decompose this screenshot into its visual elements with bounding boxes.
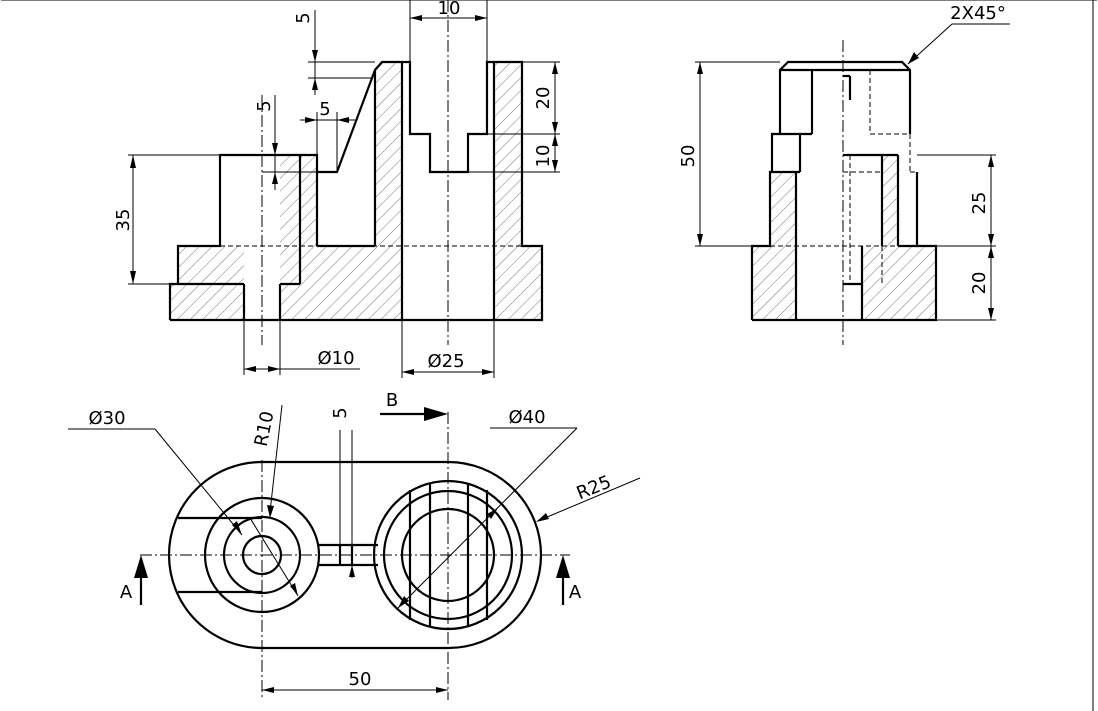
arrow (908, 52, 919, 64)
r10-leader-2 (249, 517, 299, 597)
arrow (988, 308, 994, 320)
arrow (988, 234, 994, 246)
dim-r10-label: R10 (251, 409, 279, 448)
arrow (552, 122, 558, 134)
dim-20-label: 20 (533, 87, 554, 110)
arrow (272, 172, 278, 184)
dim-r25-label: R25 (574, 472, 615, 505)
arrow (272, 143, 278, 155)
arrow (482, 369, 494, 375)
r25-leader (539, 477, 641, 521)
arrow (697, 62, 703, 74)
top-view: A A B Ø30 R10 5 Ø40 R25 (68, 390, 641, 700)
arrow (130, 155, 136, 168)
dim-25-label: 25 (969, 192, 990, 215)
dim-d30-label: Ø30 (88, 408, 125, 429)
arrow (244, 366, 256, 372)
arrow (487, 508, 498, 519)
side-view: 2X45° 50 25 20 (678, 3, 1010, 345)
d30-leader (154, 428, 243, 536)
hatch-boss (280, 155, 317, 246)
dim-5v-label: 5 (254, 100, 275, 111)
hatch-side-left-upper (770, 172, 796, 246)
hatch-base-left-upper (178, 246, 244, 284)
chamfer-label: 2X45° (950, 3, 1006, 24)
hatch-side-right (862, 246, 936, 320)
hatch-base-left (170, 284, 244, 320)
section-a-left-label: A (120, 582, 133, 603)
front-outline (168, 60, 544, 322)
arrow (988, 155, 994, 167)
arrow (436, 687, 448, 693)
arrow (130, 271, 136, 284)
arrow (268, 366, 280, 372)
section-a-right-arrow (556, 555, 570, 578)
view-b-arrow (424, 407, 448, 421)
arrow (267, 505, 274, 518)
dim-d40-label: Ø40 (508, 407, 545, 428)
arrow (312, 50, 318, 62)
hatch-side-rib (882, 155, 898, 246)
arrow (552, 134, 558, 146)
dim-top5-label: 5 (293, 12, 314, 23)
dim-d10-label: Ø10 (317, 348, 354, 369)
arrow (337, 117, 349, 123)
view-b-label: B (386, 390, 398, 411)
arrow (349, 565, 355, 577)
arrow (232, 521, 242, 535)
hatch-base-right (494, 246, 542, 320)
arrow (410, 15, 422, 21)
dim-50-label: 50 (678, 145, 699, 168)
arrow (552, 160, 558, 172)
d40-leader (397, 427, 578, 609)
r10-leader (269, 404, 283, 513)
hatch-wall-left (375, 62, 402, 246)
arrow (988, 246, 994, 258)
arrow (536, 513, 549, 522)
arrow (552, 62, 558, 74)
hatch-wall-right (494, 62, 522, 246)
arrow (262, 687, 274, 693)
section-a-right-label: A (569, 582, 582, 603)
arrow (402, 369, 414, 375)
arrow (475, 15, 487, 21)
hatch-side-left (752, 246, 796, 320)
arrow (398, 596, 409, 608)
dim-50-top-label: 50 (349, 669, 372, 690)
arrow (312, 78, 318, 90)
front-view: 35 5 5 5 10 20 (113, 0, 560, 378)
dim-10-label: 10 (438, 0, 461, 19)
dim-gap5-label: 5 (330, 407, 351, 418)
dim-5h-label: 5 (319, 99, 330, 120)
dim-20-side-label: 20 (969, 272, 990, 295)
arrow (305, 117, 317, 123)
dim-d25-label: Ø25 (427, 351, 464, 372)
arrow (697, 234, 703, 246)
arrow (290, 583, 298, 596)
dim-slot10-label: 10 (533, 145, 554, 168)
section-a-left-arrow (134, 555, 148, 578)
dim-35-label: 35 (113, 209, 134, 232)
